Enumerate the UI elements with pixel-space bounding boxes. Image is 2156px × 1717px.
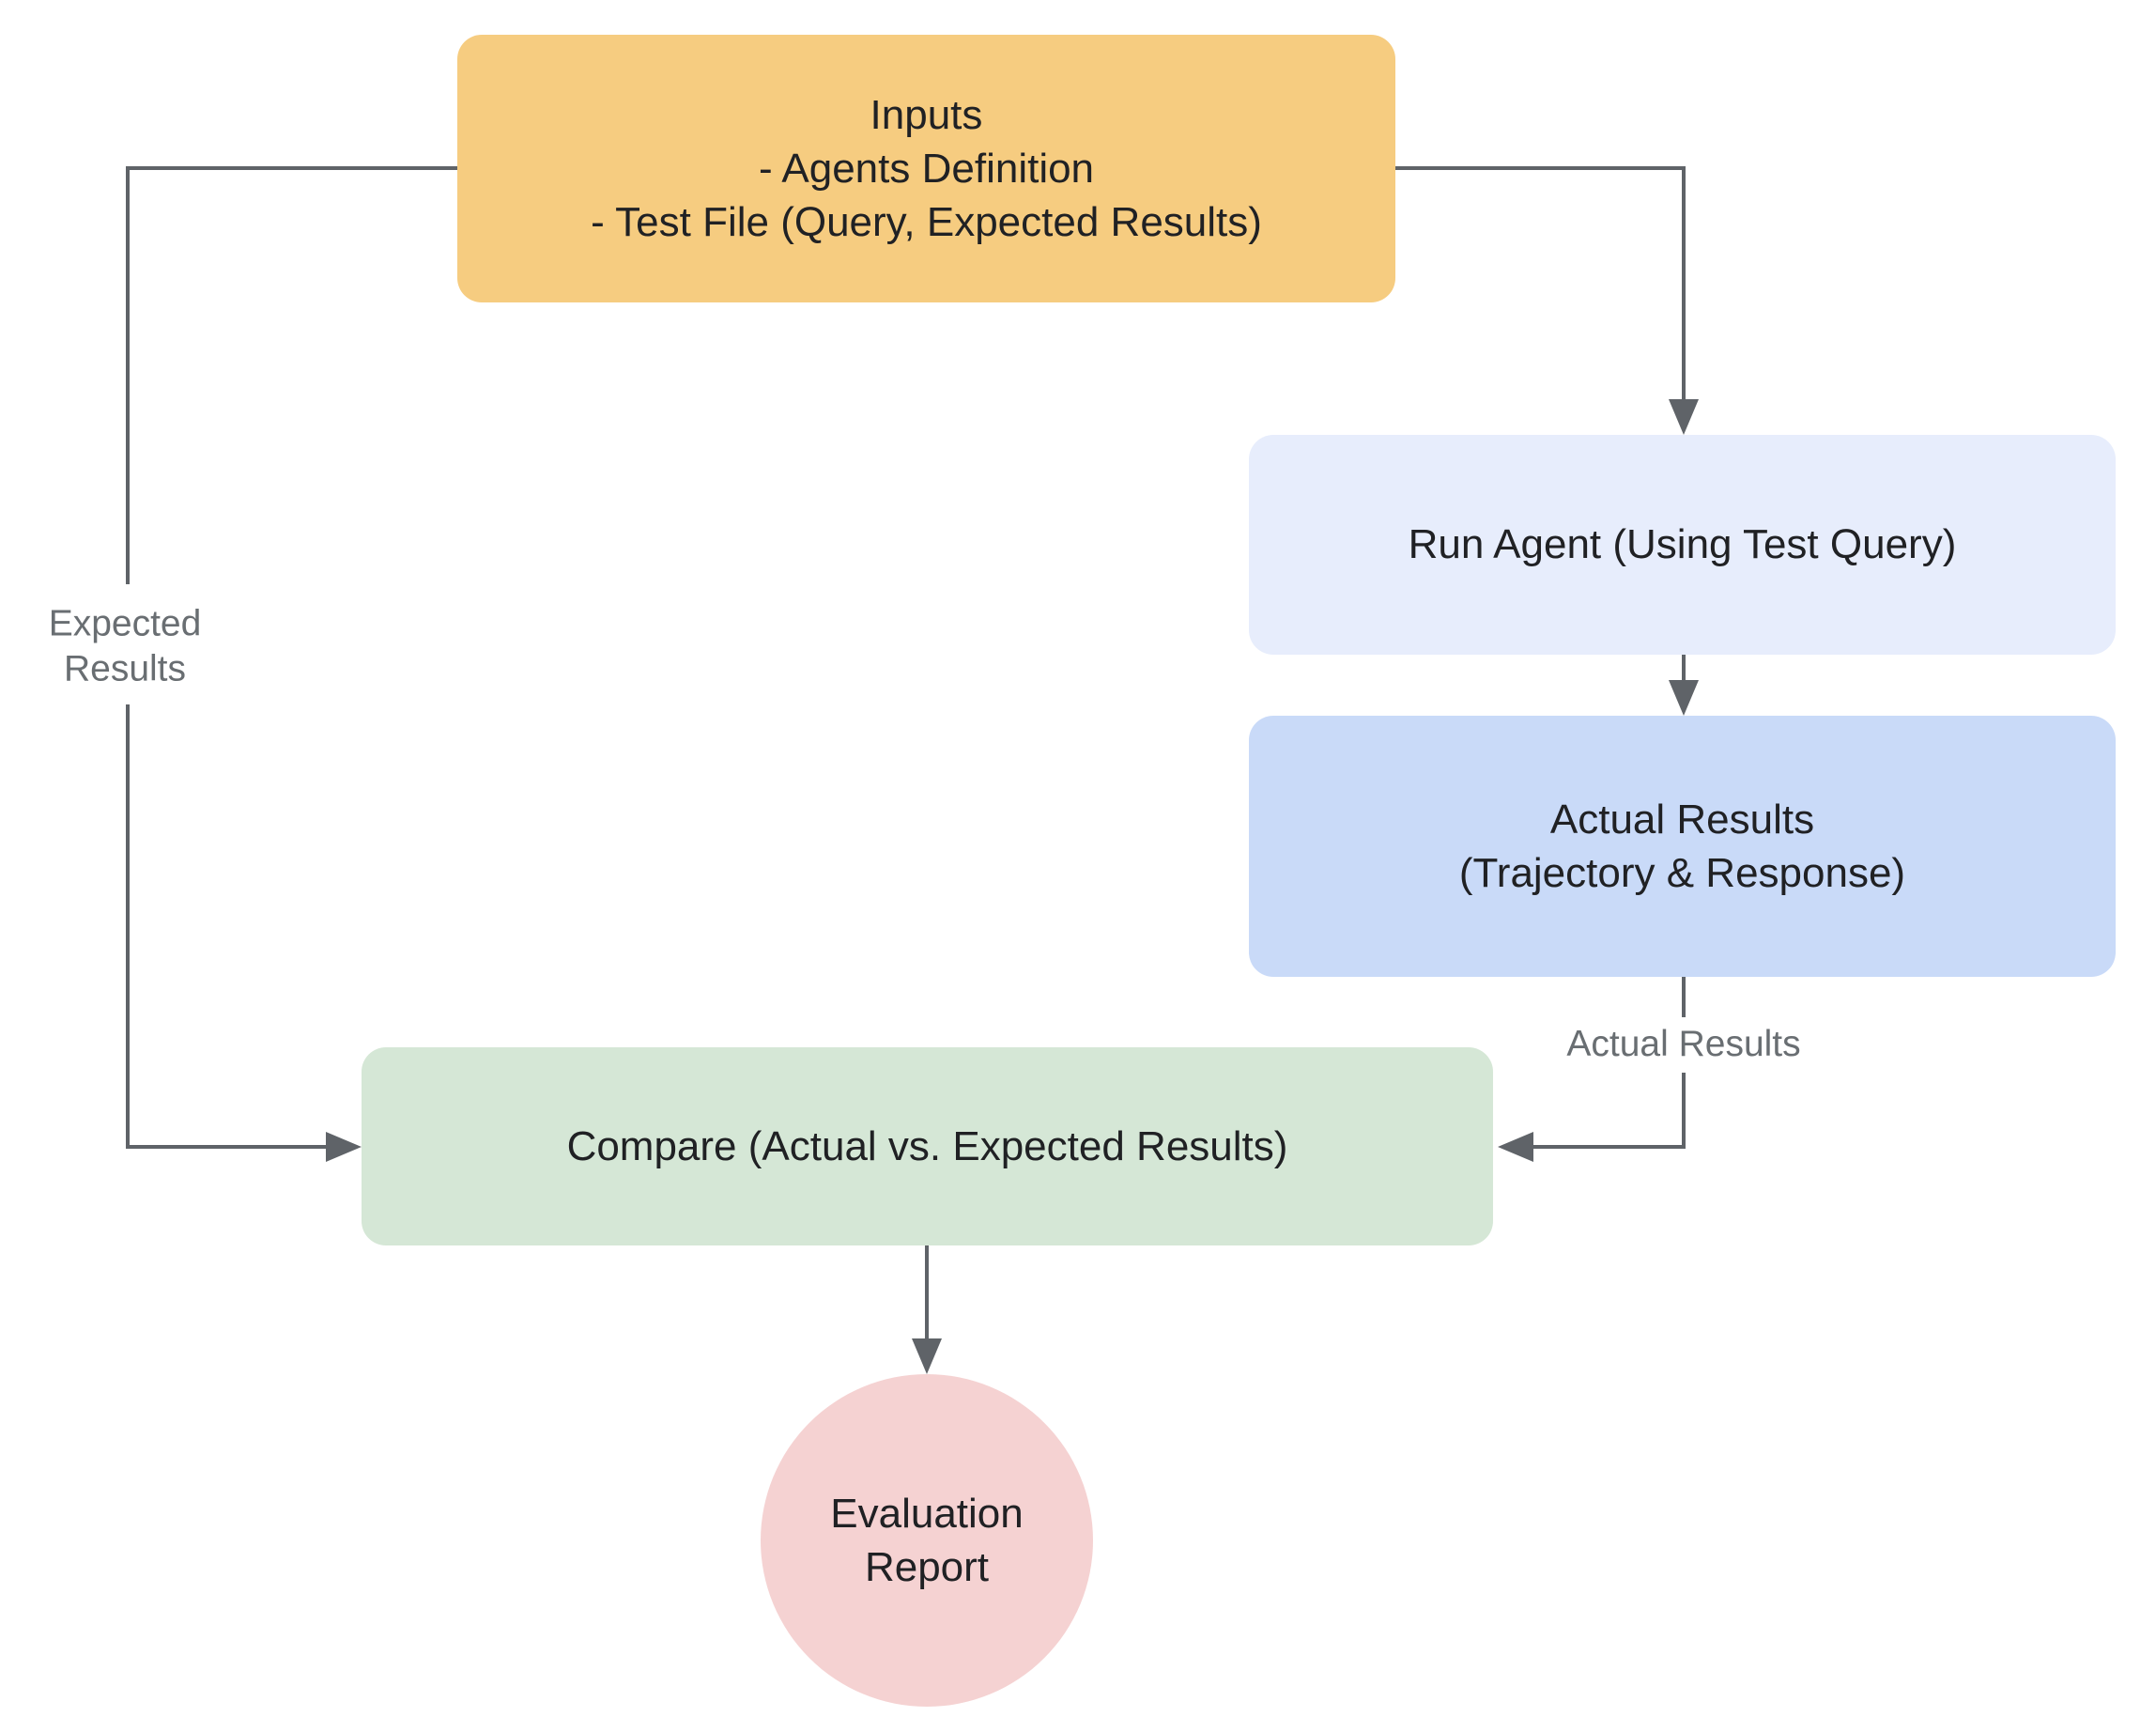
node-run-agent: Run Agent (Using Test Query)	[1249, 435, 2116, 655]
node-compare-label: Compare (Actual vs. Expected Results)	[566, 1122, 1288, 1169]
arrowhead-down-icon	[912, 1338, 942, 1374]
arrowhead-right-icon	[326, 1132, 362, 1162]
node-evaluation-report: Evaluation Report	[761, 1374, 1093, 1707]
edge-line	[126, 166, 457, 584]
edge-inputs-to-run-agent	[1395, 166, 1699, 435]
node-compare: Compare (Actual vs. Expected Results)	[362, 1047, 1493, 1245]
edge-actual-results-to-compare	[1498, 977, 1686, 1162]
arrowhead-down-icon	[1669, 680, 1699, 716]
edge-line	[1395, 166, 1686, 401]
node-evaluation-report-label: Evaluation Report	[830, 1490, 1024, 1590]
node-actual-results: Actual Results (Trajectory & Response)	[1249, 716, 2116, 977]
edge-inputs-to-compare	[126, 166, 457, 1162]
node-inputs: Inputs - Agents Definition - Test File (…	[457, 35, 1395, 302]
arrowhead-left-icon	[1498, 1132, 1533, 1162]
edge-compare-to-evaluation-report	[912, 1245, 942, 1374]
edge-line	[1532, 1073, 1686, 1149]
edge-run-agent-to-actual-results	[1669, 655, 1699, 716]
node-actual-results-label: Actual Results (Trajectory & Response)	[1458, 796, 1906, 896]
node-inputs-label: Inputs - Agents Definition - Test File (…	[591, 91, 1262, 246]
edge-label-expected-results: Expected Results	[48, 603, 202, 688]
edge-label-actual-results: Actual Results	[1566, 1024, 1801, 1065]
arrowhead-down-icon	[1669, 399, 1699, 435]
edge-line	[126, 704, 328, 1149]
node-run-agent-label: Run Agent (Using Test Query)	[1408, 521, 1957, 568]
